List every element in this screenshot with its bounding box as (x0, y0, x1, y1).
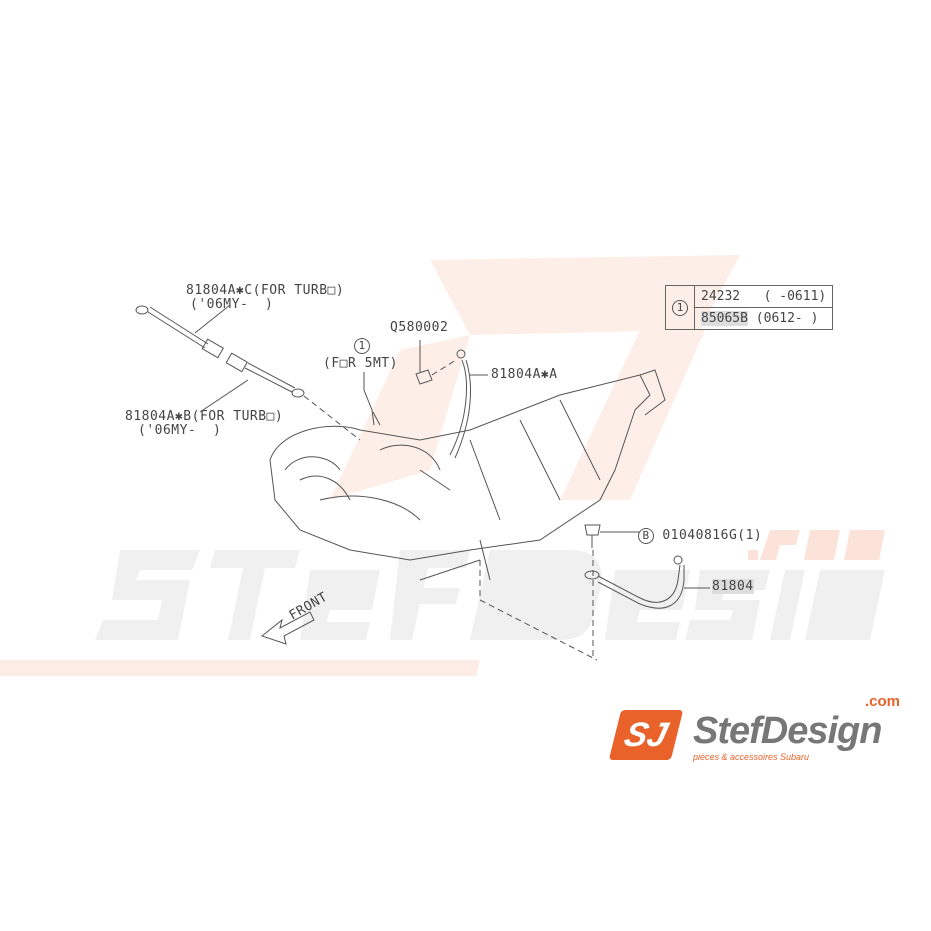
logo-mark: SJ (608, 710, 684, 760)
reference-row: 24232 ( -0611) (693, 285, 834, 308)
part-label-01040816g: 01040816G(1) (662, 528, 763, 543)
ref-date-range: (0612- ) (755, 311, 819, 326)
ref-1-marker: 1 (354, 338, 370, 354)
logo-tagline: pièces & accessoires Subaru (693, 752, 810, 762)
bolt-b-label-wrap: B 01040816G(1) (638, 528, 762, 544)
part-label-81804a-a: 81804A✱A (491, 367, 558, 382)
for-5mt-label: (F□R 5MT) (323, 356, 398, 371)
part-label-81804a-c-year: ('06MY- ) (190, 297, 274, 312)
ref-b-marker: B (638, 528, 654, 544)
logo-domain: .com (865, 693, 901, 710)
part-label-q580002: Q580002 (390, 320, 449, 335)
part-label-81804-wrap: 81804 (712, 579, 754, 594)
part-label-81804: 81804 (712, 579, 754, 594)
watermark-domain-shape (748, 530, 885, 560)
watermark-tagline-shape (0, 660, 480, 676)
logo-brand: StefDesign (693, 710, 882, 752)
part-label-81804a-b-year: ('06MY- ) (138, 423, 222, 438)
ref-date-range: ( -0611) (763, 289, 827, 304)
part-label-81804a-b: 81804A✱B(FOR TURB□) (125, 409, 284, 424)
reference-table: 1 24232 ( -0611) 85065B (0612- ) (665, 285, 834, 330)
watermark-brand-shape (95, 550, 885, 640)
part-label-81804a-c: 81804A✱C(FOR TURB□) (186, 283, 345, 298)
ref-1-marker-wrap: 1 (354, 338, 370, 354)
ref-part-number: 85065B (701, 311, 748, 326)
ref-table-marker: 1 (672, 299, 688, 316)
ref-part-number: 24232 (701, 289, 741, 304)
stefdesign-logo: SJ StefDesign .com pièces & accessoires … (608, 694, 920, 764)
watermark-sj-mark (330, 255, 740, 500)
reference-table-marker-cell: 1 (665, 285, 695, 330)
reference-row: 85065B (0612- ) (693, 307, 834, 330)
